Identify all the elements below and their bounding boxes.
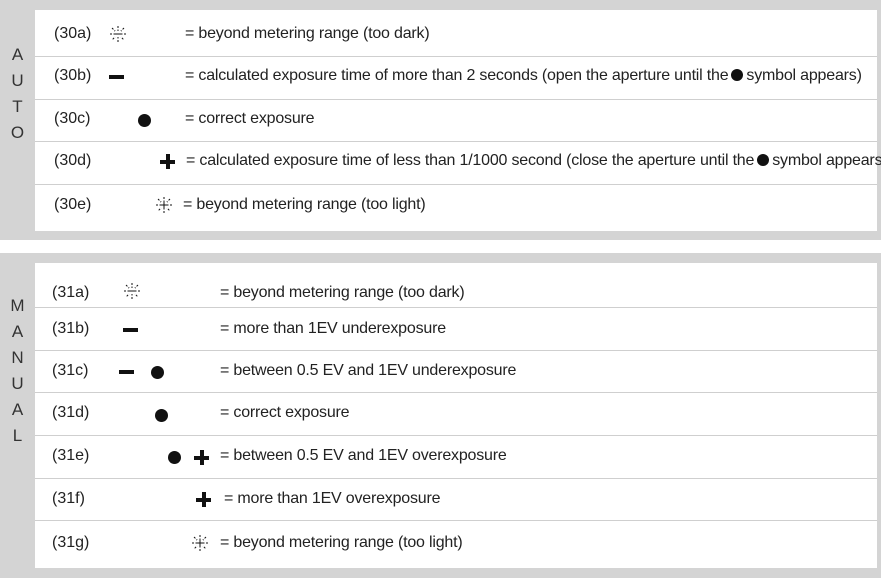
- auto-side-label: A U T O: [0, 42, 35, 146]
- row-description: = beyond metering range (too light): [183, 196, 426, 213]
- row-code: (31a): [52, 284, 90, 301]
- table-row: (31d) = correct exposure: [35, 392, 877, 436]
- burst-outline-icon: [110, 26, 126, 42]
- row-code: (30b): [54, 67, 92, 84]
- row-code: (31b): [52, 320, 90, 337]
- manual-table: (31a) = beyond metering range (too dark)…: [35, 263, 877, 568]
- auto-panel: A U T O (30a) = beyond metering range (t…: [0, 0, 881, 240]
- manual-label-letter: A: [11, 322, 24, 341]
- auto-label-letter: U: [11, 71, 24, 90]
- table-row: (31e) = between 0.5 EV and 1EV overexpos…: [35, 435, 877, 479]
- burst-plus-icon: [192, 535, 208, 551]
- row-code: (31f): [52, 490, 85, 507]
- plus-icon: [160, 154, 175, 169]
- manual-side-label: M A N U A L: [0, 293, 35, 449]
- table-row: (30e) = beyond metering range (too light…: [35, 184, 877, 231]
- minus-icon: [123, 328, 138, 332]
- auto-label-letter: O: [10, 123, 25, 142]
- plus-icon: [194, 450, 209, 465]
- dot-icon: [151, 366, 164, 379]
- row-code: (31e): [52, 447, 90, 464]
- row-description: = between 0.5 EV and 1EV overexposure: [220, 447, 507, 464]
- dot-icon: [168, 451, 181, 464]
- manual-label-letter: U: [11, 374, 24, 393]
- row-description: = correct exposure: [185, 110, 315, 127]
- table-row: (30d) = calculated exposure time of less…: [35, 141, 881, 185]
- row-code: (30d): [54, 152, 92, 169]
- row-description: = calculated exposure time of less than …: [186, 152, 881, 169]
- row-description: = more than 1EV overexposure: [224, 490, 441, 507]
- row-code: (30e): [54, 196, 92, 213]
- row-description: = between 0.5 EV and 1EV underexposure: [220, 362, 517, 379]
- row-description: = calculated exposure time of more than …: [185, 67, 862, 84]
- manual-label-letter: N: [11, 348, 24, 367]
- manual-label-letter: A: [11, 400, 24, 419]
- row-code: (31c): [52, 362, 89, 379]
- row-description: = more than 1EV underexposure: [220, 320, 446, 337]
- table-row: (31a) = beyond metering range (too dark): [35, 263, 877, 308]
- plus-icon: [196, 492, 211, 507]
- table-row: (30a) = beyond metering range (too dark): [35, 10, 877, 57]
- burst-outline-icon: [124, 283, 140, 299]
- minus-icon: [119, 370, 134, 374]
- row-description: = correct exposure: [220, 404, 350, 421]
- manual-label-letter: M: [10, 296, 25, 315]
- auto-table: (30a) = beyond metering range (too dark)…: [35, 10, 881, 231]
- manual-panel: M A N U A L (31a) = beyond metering rang…: [0, 253, 881, 578]
- dot-icon: [757, 154, 770, 166]
- auto-label-letter: T: [12, 97, 23, 116]
- table-row: (31c) = between 0.5 EV and 1EV underexpo…: [35, 350, 877, 393]
- table-row: (30b) = calculated exposure time of more…: [35, 56, 877, 100]
- manual-label-letter: L: [12, 426, 23, 445]
- row-description: = beyond metering range (too dark): [185, 25, 430, 42]
- row-code: (30a): [54, 25, 92, 42]
- burst-plus-icon: [156, 197, 172, 213]
- row-code: (31d): [52, 404, 90, 421]
- row-description: = beyond metering range (too dark): [220, 284, 465, 301]
- table-row: (30c) = correct exposure: [35, 99, 877, 142]
- table-row: (31g) = beyond metering range (too light…: [35, 520, 877, 568]
- row-code: (30c): [54, 110, 91, 127]
- dot-icon: [138, 114, 151, 127]
- row-description: = beyond metering range (too light): [220, 534, 463, 551]
- table-row: (31f) = more than 1EV overexposure: [35, 478, 877, 521]
- dot-icon: [155, 409, 168, 422]
- dot-icon: [731, 69, 744, 81]
- table-row: (31b) = more than 1EV underexposure: [35, 307, 877, 351]
- auto-label-letter: A: [11, 45, 24, 64]
- row-code: (31g): [52, 534, 90, 551]
- minus-icon: [109, 75, 124, 79]
